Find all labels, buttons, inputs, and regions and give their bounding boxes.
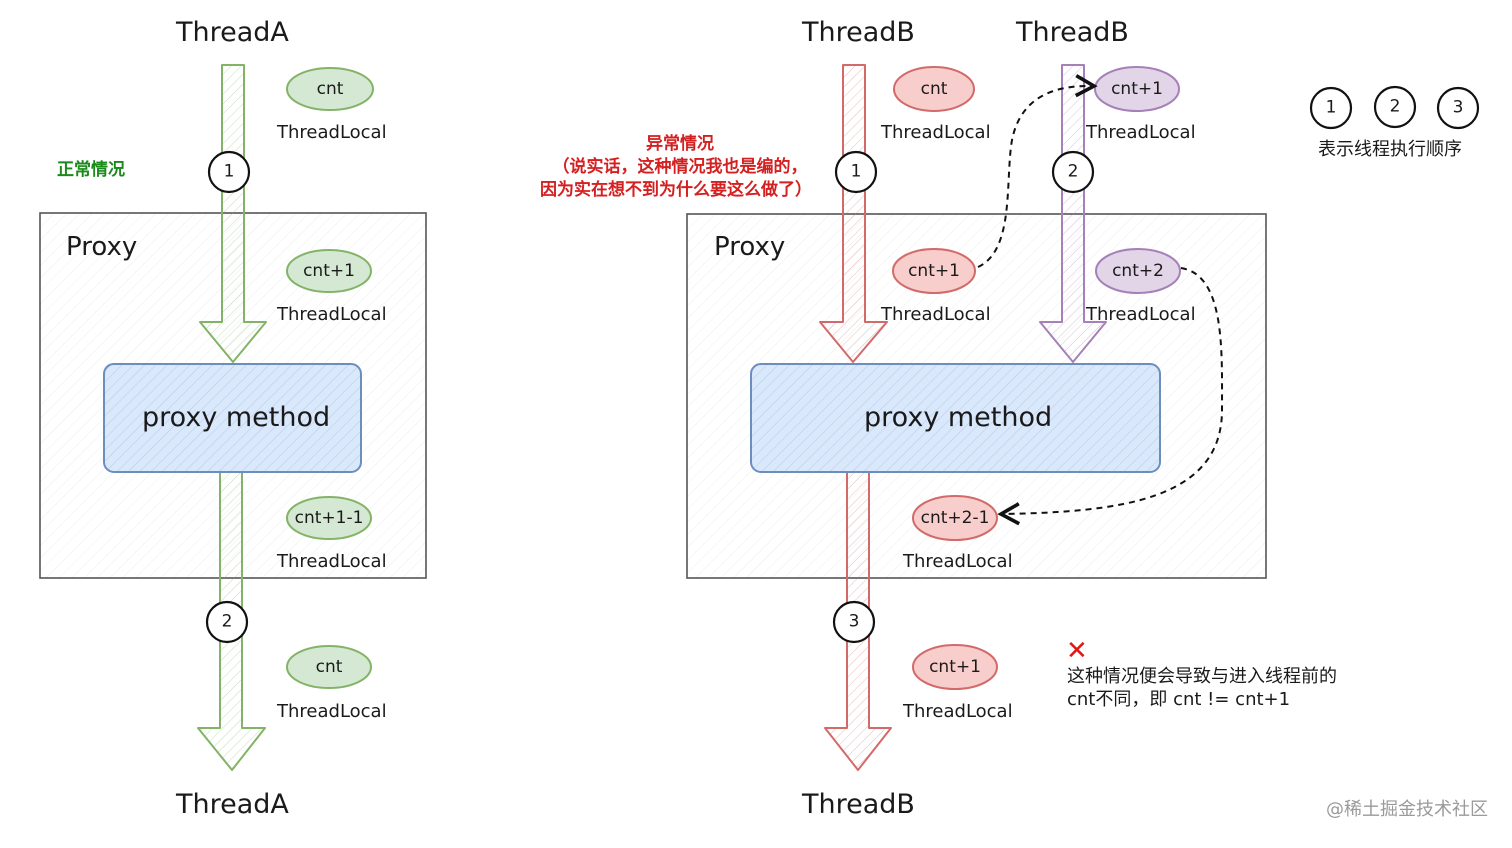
cross-icon: ✕	[1066, 636, 1088, 666]
right-step-number-1: 1	[850, 161, 862, 182]
left-proxy-label: Proxy	[66, 232, 138, 262]
right-step-number-3: 3	[848, 611, 860, 632]
left-badge-ellipse-2	[286, 249, 372, 293]
left-badge-value-4: cnt	[315, 657, 343, 677]
right-step-circle-1	[834, 150, 878, 194]
right-badge-ellipse-5	[912, 495, 998, 541]
right-badge-value-5: cnt+2-1	[920, 508, 990, 528]
left-step-number-2: 2	[221, 611, 233, 632]
threadB-bottom-label: ThreadB	[802, 789, 915, 820]
right-badge-value-6: cnt+1	[929, 657, 981, 677]
right-proxy-method-label: proxy method	[864, 402, 1053, 433]
right-badge-caption-3: ThreadLocal	[881, 304, 991, 325]
legend-caption: 表示线程执行顺序	[1318, 139, 1462, 160]
left-badge-ellipse-4	[286, 645, 372, 689]
left-badge-value-3: cnt+1-1	[294, 508, 364, 528]
left-badge-ellipse-3	[286, 496, 372, 540]
dashed-connector-2	[997, 267, 1224, 526]
left-badge-caption-4: ThreadLocal	[277, 701, 387, 722]
note-line-2: cnt不同，即 cnt != cnt+1	[1067, 689, 1291, 710]
right-badge-ellipse-6	[912, 644, 998, 690]
right-badge-caption-2: ThreadLocal	[1086, 122, 1196, 143]
right-badge-value-2: cnt+1	[1111, 79, 1163, 99]
threadA-bottom-label: ThreadA	[176, 789, 289, 820]
watermark: @稀土掘金技术社区	[1326, 799, 1488, 820]
left-badge-caption-3: ThreadLocal	[277, 551, 387, 572]
left-step-circle-1	[207, 150, 251, 194]
right-badge-value-3: cnt+1	[908, 261, 960, 281]
left-badge-value-2: cnt+1	[303, 261, 355, 281]
left-step-number-1: 1	[223, 161, 235, 182]
abnormal-case-line-1: 异常情况	[646, 134, 714, 154]
abnormal-case-line-3: 因为实在想不到为什么要这么做了）	[540, 180, 812, 200]
legend-step-circle-3	[1436, 86, 1480, 130]
right-badge-value-4: cnt+2	[1112, 261, 1164, 281]
right-badge-value-1: cnt	[920, 79, 948, 99]
legend-step-number-3: 3	[1452, 97, 1464, 118]
right-badge-caption-4: ThreadLocal	[1086, 304, 1196, 325]
right-badge-caption-6: ThreadLocal	[903, 701, 1013, 722]
legend-step-number-1: 1	[1325, 97, 1337, 118]
threadB-top-label-2: ThreadB	[1016, 17, 1129, 48]
right-step-number-2: 2	[1067, 161, 1079, 182]
right-badge-ellipse-4	[1095, 248, 1181, 294]
right-step-circle-3	[832, 600, 876, 644]
left-proxy-method-label: proxy method	[142, 402, 331, 433]
left-badge-value-1: cnt	[316, 79, 344, 99]
normal-case-label: 正常情况	[57, 160, 125, 180]
note-line-1: 这种情况便会导致与进入线程前的	[1067, 666, 1337, 687]
right-badge-caption-5: ThreadLocal	[903, 551, 1013, 572]
left-badge-caption-2: ThreadLocal	[277, 304, 387, 325]
right-badge-ellipse-3	[892, 248, 976, 294]
threadB-red-upper-arrow	[819, 64, 888, 363]
threadA-top-label: ThreadA	[176, 17, 289, 48]
right-proxy-label: Proxy	[714, 232, 786, 262]
left-badge-caption-1: ThreadLocal	[277, 122, 387, 143]
dashed-connector-1	[977, 74, 1098, 268]
right-badge-ellipse-1	[893, 66, 975, 112]
right-badge-caption-1: ThreadLocal	[881, 122, 991, 143]
threadB-purple-arrow	[1039, 64, 1107, 363]
abnormal-case-line-2: （说实话，这种情况我也是编的，	[552, 157, 808, 177]
left-badge-ellipse-1	[286, 67, 374, 111]
left-step-circle-2	[205, 600, 249, 644]
legend-step-circle-1	[1309, 86, 1353, 130]
right-step-circle-2	[1051, 150, 1095, 194]
legend-step-number-2: 2	[1389, 96, 1401, 117]
threadA-upper-arrow	[199, 64, 267, 363]
legend-step-circle-2	[1373, 85, 1417, 129]
threadB-top-label-1: ThreadB	[802, 17, 915, 48]
